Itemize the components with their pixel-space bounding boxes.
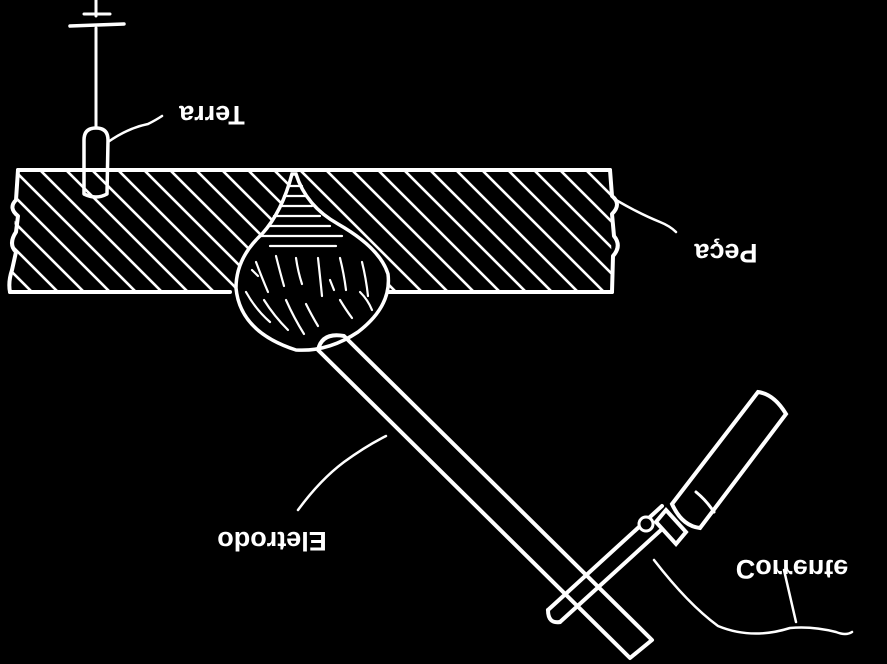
current-cable bbox=[652, 558, 854, 636]
weld-arc bbox=[234, 172, 391, 352]
ground-symbol-icon bbox=[68, 0, 126, 130]
electrode-leader-line bbox=[296, 434, 388, 512]
electrode-rod bbox=[316, 333, 654, 660]
electrode-holder bbox=[546, 389, 789, 625]
workpiece-leader-line bbox=[614, 198, 678, 234]
label-current: Corrente bbox=[736, 554, 849, 584]
label-electrode: Eletrodo bbox=[217, 526, 327, 556]
ground-leader-line bbox=[106, 114, 164, 144]
label-ground: Terra bbox=[178, 100, 245, 130]
current-leader-line bbox=[782, 568, 798, 624]
label-workpiece: Peça bbox=[693, 238, 757, 268]
